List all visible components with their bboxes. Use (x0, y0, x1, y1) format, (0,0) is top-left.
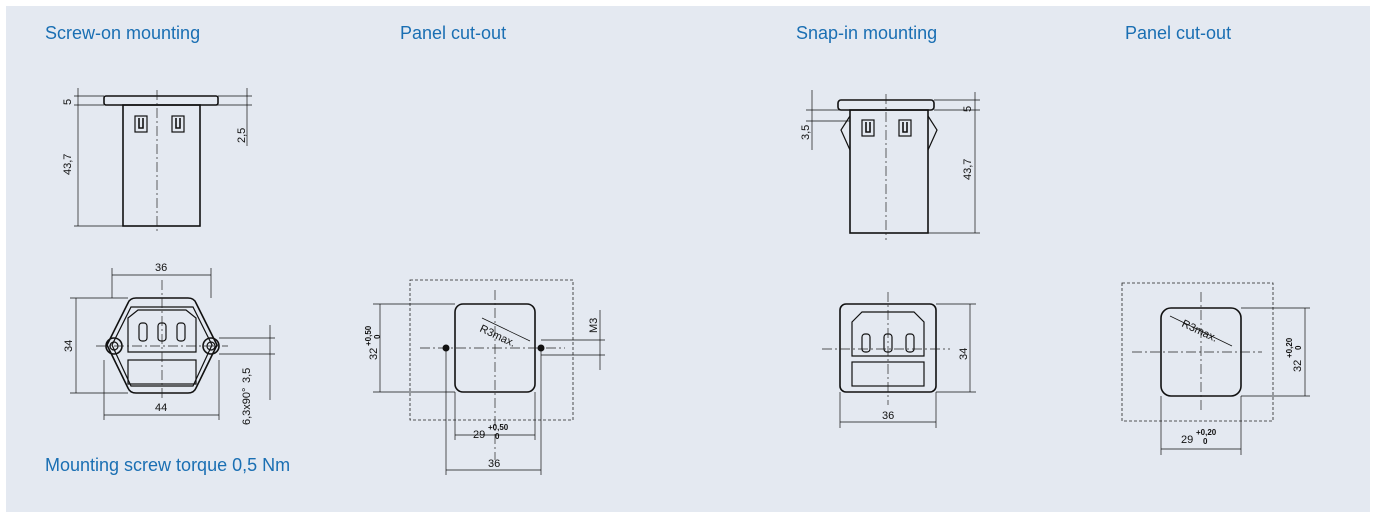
heading-panel-cutout-right: Panel cut-out (1125, 23, 1232, 43)
snap-in-front-view (822, 292, 976, 428)
dim-cut1-32-tol-lower: 0 (373, 334, 382, 339)
dim-cut2-29-tol-lower: 0 (1203, 437, 1208, 446)
dim-snap-front-36: 36 (882, 410, 894, 422)
dim-cut2-32-tol-lower: 0 (1294, 345, 1303, 350)
dim-screw-side-5: 5 (62, 99, 74, 105)
cut2-radius-label: R3max. (1180, 318, 1219, 345)
dim-snap-side-5: 5 (962, 106, 974, 112)
snap-in-side-view (806, 90, 980, 240)
dim-cut1-29-tol-lower: 0 (495, 432, 500, 441)
dim-snap-side-3-5: 3,5 (800, 125, 812, 140)
dim-screw-side-43-7: 43,7 (62, 154, 74, 175)
dim-snap-front-34: 34 (958, 348, 970, 360)
dim-cut1-32: 32 (368, 348, 380, 360)
heading-screw-on-mounting: Screw-on mounting (45, 23, 201, 43)
dim-cut2-32: 32 (1292, 360, 1304, 372)
dim-cut1-29-tol-upper: +0,50 (488, 423, 509, 432)
panel-cutout-left-drawing (373, 279, 605, 475)
mounting-screw-torque-note: Mounting screw torque 0,5 Nm (45, 455, 291, 475)
dim-cut2-29: 29 (1181, 434, 1193, 446)
heading-snap-in-mounting: Snap-in mounting (796, 23, 938, 43)
dim-cut1-29: 29 (473, 429, 485, 441)
drawing-panel (6, 6, 1370, 512)
heading-panel-cutout-left: Panel cut-out (400, 23, 507, 43)
dim-screw-front-6-3: 6,3x90° (241, 388, 253, 425)
dim-cut1-m3: M3 (588, 318, 600, 333)
dim-screw-front-44: 44 (155, 402, 167, 414)
cut1-radius-label: R3max. (478, 323, 517, 350)
screw-on-front-view (70, 268, 275, 420)
dim-cut1-36: 36 (488, 458, 500, 470)
dim-screw-front-3-5: 3,5 (241, 368, 253, 383)
panel-cutout-right-drawing (1121, 282, 1310, 455)
dim-cut2-32-tol-upper: +0,20 (1285, 337, 1294, 358)
dim-cut2-29-tol-upper: +0,20 (1196, 428, 1217, 437)
dim-screw-front-34: 34 (63, 340, 75, 352)
screw-on-side-view (74, 88, 252, 232)
dim-screw-side-2-5: 2,5 (236, 128, 248, 143)
dim-cut1-32-tol-upper: +0,50 (364, 325, 373, 346)
dim-snap-side-43-7: 43,7 (962, 159, 974, 180)
dim-screw-front-36: 36 (155, 262, 167, 274)
